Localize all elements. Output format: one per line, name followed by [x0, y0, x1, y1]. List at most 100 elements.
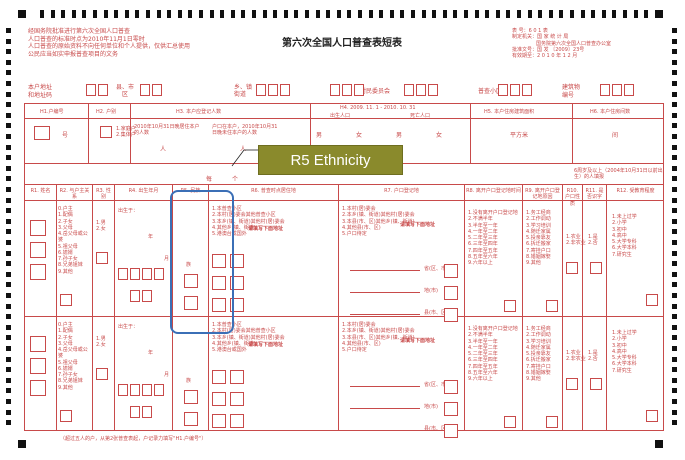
timing-mark	[368, 10, 373, 18]
literate-box[interactable]	[590, 262, 602, 274]
timing-mark	[103, 10, 108, 18]
register-code-box[interactable]	[444, 286, 458, 300]
timing-mark	[672, 134, 677, 139]
birth-year-box[interactable]	[142, 268, 152, 280]
name-box[interactable]	[30, 242, 46, 258]
timing-mark	[156, 10, 161, 18]
timing-mark	[672, 377, 677, 383]
name-box[interactable]	[30, 336, 46, 352]
address-code-box[interactable]	[330, 84, 340, 96]
residence-code-box[interactable]	[230, 414, 244, 428]
name-box[interactable]	[30, 220, 46, 236]
residence-code-box[interactable]	[230, 392, 244, 406]
address-code-box[interactable]	[428, 84, 438, 96]
address-code-box[interactable]	[256, 84, 266, 96]
birth-year-box[interactable]	[118, 384, 128, 396]
address-code-box[interactable]	[140, 84, 150, 96]
address-code-box[interactable]	[612, 84, 622, 96]
birth-year-box[interactable]	[154, 384, 164, 396]
relation-box[interactable]	[60, 410, 72, 422]
birth-year-box[interactable]	[118, 268, 128, 280]
name-box[interactable]	[30, 264, 46, 280]
birth-month-box[interactable]	[130, 290, 140, 302]
address-code-box[interactable]	[600, 84, 610, 96]
timing-mark	[294, 10, 299, 18]
timing-mark	[6, 335, 11, 341]
education-box[interactable]	[646, 410, 658, 422]
birth-year-box[interactable]	[130, 268, 140, 280]
ethnicity-code-box[interactable]	[184, 274, 198, 288]
register-code-box[interactable]	[444, 402, 458, 416]
residence-code-box[interactable]	[212, 414, 226, 428]
age-note: 6周岁及以上（2004年10月31日以前出生）的人填报	[574, 168, 663, 181]
ethnicity-code-box[interactable]	[184, 390, 198, 404]
option-item: 6.拆迁搬家	[526, 241, 551, 248]
residence-code-box[interactable]	[212, 254, 226, 268]
address-code-box[interactable]	[280, 84, 290, 96]
option-item: 2.本村(居)委会其他普查小区	[212, 212, 276, 219]
address-code-box[interactable]	[98, 84, 108, 96]
birth-month-box[interactable]	[142, 290, 152, 302]
birth-year-box[interactable]	[142, 384, 152, 396]
sex-box[interactable]	[96, 252, 108, 264]
address-code-box[interactable]	[268, 84, 278, 96]
address-code-box[interactable]	[86, 84, 96, 96]
residence-fill-note: 请填写下面地址	[248, 226, 284, 232]
address-code-box[interactable]	[416, 84, 426, 96]
address-code-box[interactable]	[152, 84, 162, 96]
birth-month-box[interactable]	[130, 406, 140, 418]
h4-death: 死亡人口	[410, 113, 431, 119]
register-code-box[interactable]	[444, 424, 458, 438]
ethnicity-code-box[interactable]	[184, 412, 198, 426]
option-item: 4.岳父母或公婆	[58, 347, 88, 360]
address-code-box[interactable]	[404, 84, 414, 96]
register-code-box[interactable]	[444, 264, 458, 278]
residence-code-box[interactable]	[212, 298, 226, 312]
birth-year-box[interactable]	[154, 268, 164, 280]
h2-box[interactable]	[100, 126, 112, 138]
hukou-box[interactable]	[566, 262, 578, 274]
relation-box[interactable]	[60, 294, 72, 306]
h3-resident: 2010年10月31日晚居住本户的人数	[134, 124, 200, 137]
timing-mark	[6, 197, 11, 203]
literate-box[interactable]	[590, 378, 602, 390]
reason-box[interactable]	[546, 416, 558, 428]
timing-mark	[93, 10, 97, 18]
timing-mark	[527, 10, 532, 18]
register-code-box[interactable]	[444, 380, 458, 394]
birth-year: 年	[148, 234, 154, 240]
timing-mark	[6, 176, 11, 182]
timing-mark	[6, 388, 11, 394]
option-item: 2.女	[96, 342, 106, 349]
name-box[interactable]	[30, 380, 46, 396]
leave-time-box[interactable]	[504, 416, 516, 428]
timing-mark	[644, 10, 649, 18]
name-box[interactable]	[30, 358, 46, 374]
residence-code-box[interactable]	[230, 370, 244, 384]
address-code-box[interactable]	[498, 84, 508, 96]
sex-box[interactable]	[96, 368, 108, 380]
residence-code-box[interactable]	[212, 392, 226, 406]
birth-year-box[interactable]	[130, 384, 140, 396]
leave-time-box[interactable]	[504, 300, 516, 312]
address-code-box[interactable]	[354, 84, 364, 96]
column-header: R4. 出生年月	[128, 188, 159, 194]
education-box[interactable]	[646, 294, 658, 306]
ethnicity-code-box[interactable]	[184, 296, 198, 310]
address-code-box[interactable]	[342, 84, 352, 96]
address-code-box[interactable]	[510, 84, 520, 96]
timing-mark	[495, 10, 500, 18]
h1-code-box[interactable]	[34, 126, 50, 140]
option-item: 4.一年至二年	[468, 228, 498, 235]
register-code-box[interactable]	[444, 308, 458, 322]
hukou-box[interactable]	[566, 378, 578, 390]
reason-box[interactable]	[546, 300, 558, 312]
address-code-box[interactable]	[522, 84, 532, 96]
residence-code-box[interactable]	[212, 276, 226, 290]
birth-label: 出生于：	[118, 324, 139, 330]
birth-month-box[interactable]	[142, 406, 152, 418]
address-code-box[interactable]	[624, 84, 634, 96]
residence-code-box[interactable]	[212, 370, 226, 384]
option-item: 4.随迁家属	[526, 344, 551, 351]
